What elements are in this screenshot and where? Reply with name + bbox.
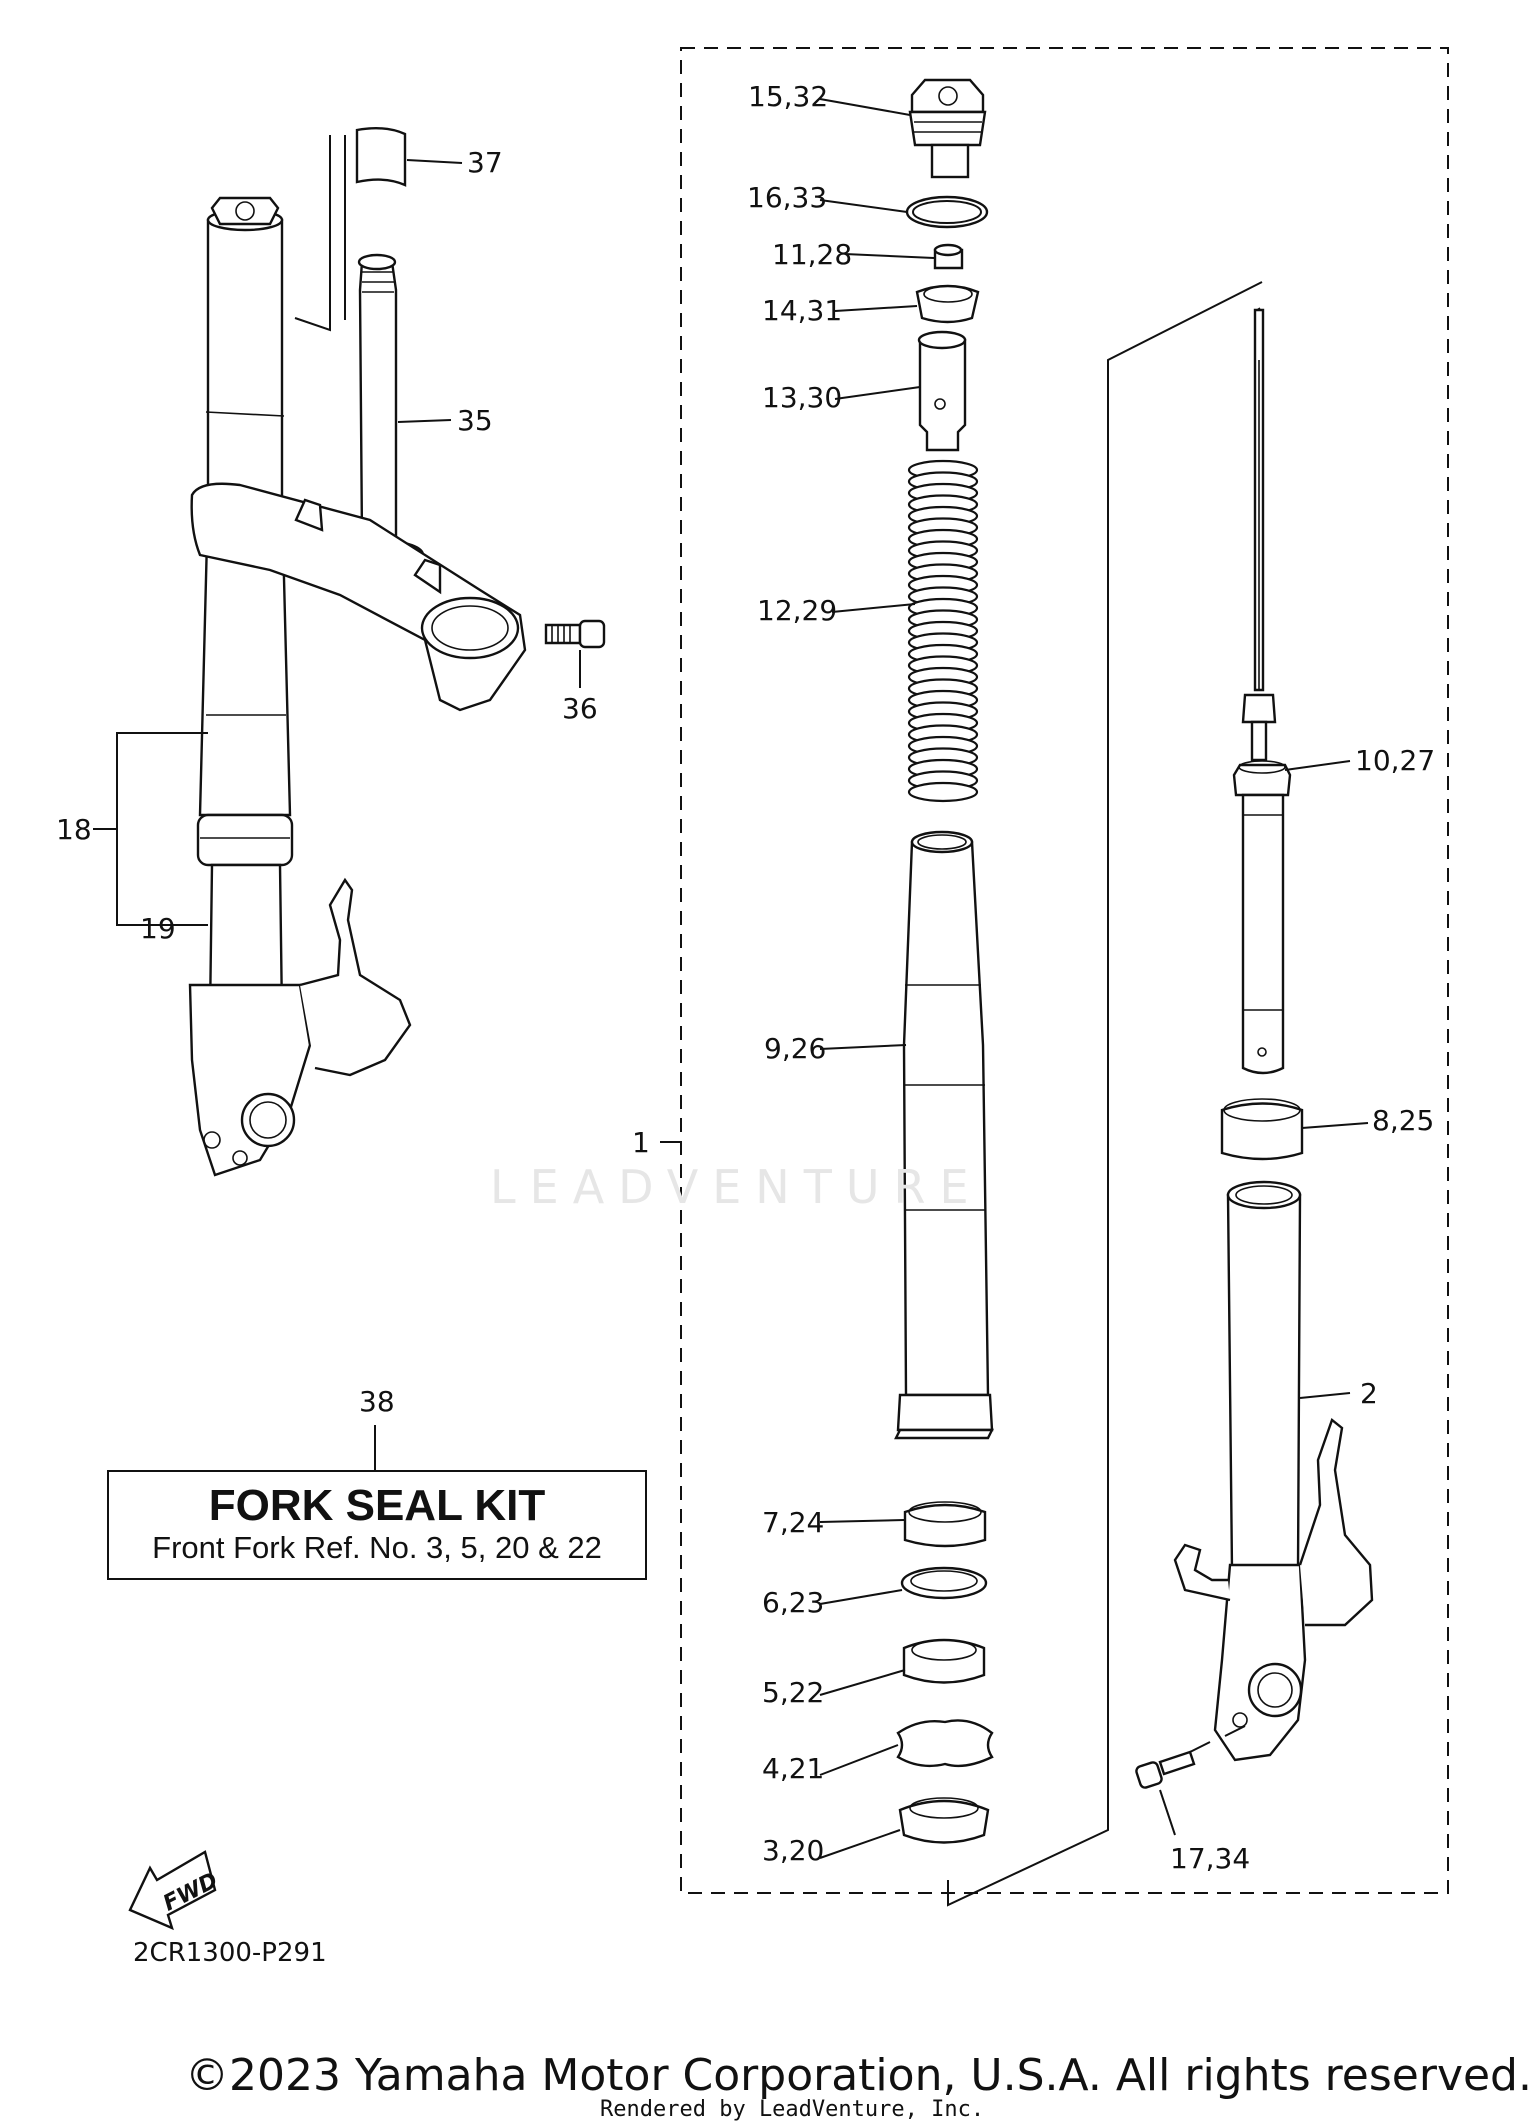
watermark: LEADVENTURE xyxy=(490,1160,983,1214)
callout-8-25: 8,25 xyxy=(1372,1104,1434,1137)
assembly-1-boundary xyxy=(680,47,1449,1894)
callout-14-31: 14,31 xyxy=(762,294,842,327)
part-6-23-washer xyxy=(900,1566,988,1600)
kit-subtitle: Front Fork Ref. No. 3, 5, 20 & 22 xyxy=(152,1530,602,1565)
callout-18: 18 xyxy=(56,813,92,846)
callout-36: 36 xyxy=(562,692,598,725)
callout-15-32: 15,32 xyxy=(748,80,828,113)
callout-5-22: 5,22 xyxy=(762,1676,824,1709)
callout-2: 2 xyxy=(1360,1377,1378,1410)
part-15-32-cap-bolt xyxy=(908,78,987,179)
part-36-bolt xyxy=(544,619,606,649)
assembly-connector xyxy=(947,281,1263,1907)
diagram-code: 2CR1300-P291 xyxy=(133,1938,327,1968)
part-5-22-oil-seal xyxy=(902,1638,986,1684)
callout-1: 1 xyxy=(632,1126,650,1159)
part-35-steering-stem xyxy=(358,260,398,542)
part-7-24-bushing xyxy=(903,1501,987,1548)
part-9-26-outer-tube xyxy=(894,830,994,1440)
callout-3-20: 3,20 xyxy=(762,1834,824,1867)
exploded-parts-diagram: FWD 37 35 36 18 19 38 1 15,32 16,33 11,2… xyxy=(56,47,1449,1931)
callout-11-28: 11,28 xyxy=(772,238,852,271)
part-8-25-bushing xyxy=(1220,1098,1304,1161)
left-fork-assembly xyxy=(93,127,606,1177)
spring-coil xyxy=(907,781,979,803)
callout-10-27: 10,27 xyxy=(1355,744,1435,777)
copyright-notice: ©2023 Yamaha Motor Corporation, U.S.A. A… xyxy=(185,2050,1532,2101)
center-fork-components xyxy=(660,78,994,1859)
callout-16-33: 16,33 xyxy=(747,181,827,214)
callout-4-21: 4,21 xyxy=(762,1752,824,1785)
callout-19: 19 xyxy=(140,912,176,945)
fork-seal-kit-box: FORK SEAL KIT Front Fork Ref. No. 3, 5, … xyxy=(107,1470,647,1580)
right-fork-components xyxy=(1135,307,1374,1836)
part-3-20-dust-seal xyxy=(898,1797,990,1844)
part-37-shim xyxy=(355,127,407,187)
part-4-21-clip xyxy=(896,1719,994,1768)
part-17-34-bolt xyxy=(1135,1750,1196,1789)
callout-6-23: 6,23 xyxy=(762,1586,824,1619)
part-2-inner-tube xyxy=(1226,1180,1302,1572)
part-12-29-fork-spring xyxy=(907,459,979,803)
callout-9-26: 9,26 xyxy=(764,1032,826,1065)
callout-17-34: 17,34 xyxy=(1170,1842,1250,1875)
part-13-30-spacer xyxy=(918,338,967,452)
callout-12-29: 12,29 xyxy=(757,594,837,627)
fwd-arrow-icon: FWD xyxy=(128,1850,222,1931)
callout-labels: 37 35 36 18 19 38 1 15,32 16,33 11,28 14… xyxy=(56,80,1435,1875)
callout-38: 38 xyxy=(359,1385,395,1418)
callout-35: 35 xyxy=(457,404,493,437)
part-10-27-damper-cartridge xyxy=(1232,760,1292,1075)
kit-title: FORK SEAL KIT xyxy=(208,1481,546,1530)
axle-bracket-right xyxy=(1173,1418,1374,1762)
fork-cap-bolt xyxy=(210,196,280,226)
rendered-by-notice: Rendered by LeadVenture, Inc. xyxy=(600,2097,985,2122)
callout-7-24: 7,24 xyxy=(762,1506,824,1539)
callout-13-30: 13,30 xyxy=(762,381,842,414)
callout-37: 37 xyxy=(467,146,503,179)
axle-bracket-left xyxy=(188,983,312,1177)
